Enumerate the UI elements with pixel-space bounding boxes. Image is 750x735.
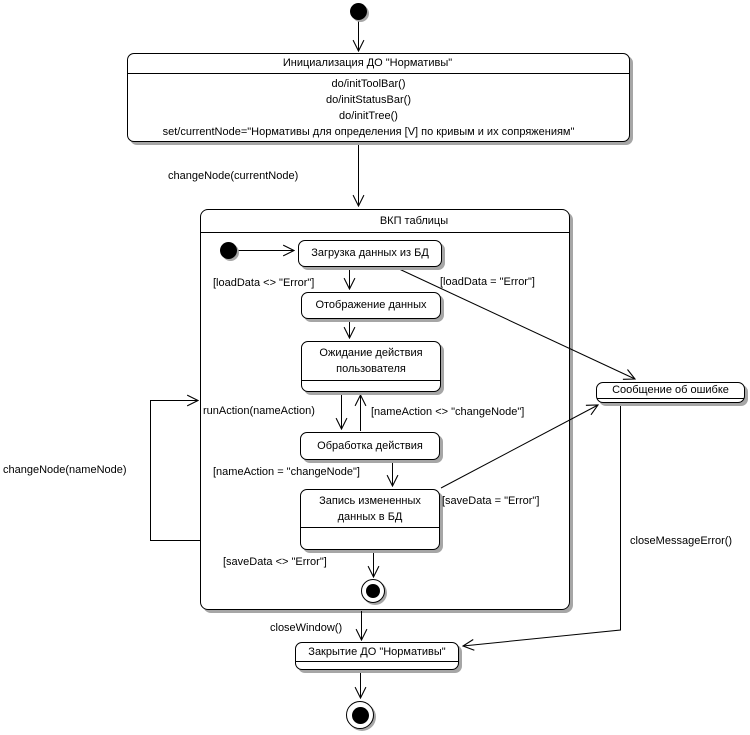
state-wait-label: Ожидание действия пользователя [302, 342, 440, 381]
final-core [351, 706, 369, 724]
empty-compartment [301, 528, 439, 549]
empty-compartment [302, 381, 440, 391]
state-display: Отображение данных [301, 292, 441, 319]
transition-label-changenode-name: changeNode(nameNode) [3, 464, 127, 476]
transition-label-load-err: [loadData = "Error"] [440, 276, 535, 288]
transition-label-load-ok: [loadData <> "Error"] [213, 277, 315, 289]
state-close-label: Закрытие ДО "Нормативы" [296, 643, 458, 662]
transition-label-save-ok: [saveData <> "Error"] [223, 556, 327, 568]
inner-final-state-icon [361, 579, 385, 603]
transition-label-action-not-change: [nameAction <> "changeNode"] [371, 406, 525, 418]
transition-save-to-error [440, 405, 598, 489]
final-core [366, 584, 380, 598]
state-init-actions: do/initToolBar() do/initStatusBar() do/i… [128, 74, 629, 140]
transition-label-closewindow: closeWindow() [270, 622, 343, 634]
empty-compartment [597, 399, 744, 402]
final-state-icon [346, 701, 374, 729]
inner-initial-state-icon [220, 242, 237, 259]
transition-changenode-selfloop [150, 401, 200, 541]
state-composite-title: ВКП таблицы [201, 210, 569, 233]
transition-label-closemessageerror: closeMessageError() [630, 535, 733, 547]
state-init: Инициализация ДО "Нормативы" do/initTool… [127, 53, 630, 142]
state-composite-vkp: ВКП таблицы [200, 209, 570, 610]
empty-compartment [296, 662, 458, 669]
state-init-title: Инициализация ДО "Нормативы" [128, 54, 629, 74]
transition-load-to-error [396, 267, 635, 379]
state-process-label: Обработка действия [317, 439, 423, 452]
state-error: Сообщение об ошибке [596, 382, 745, 403]
transition-label-changenode-current: changeNode(currentNode) [168, 170, 299, 182]
action-set-currentnode: set/currentNode="Нормативы для определен… [162, 126, 575, 138]
state-save: Запись измененных данных в БД [300, 489, 440, 550]
state-close: Закрытие ДО "Нормативы" [295, 642, 459, 670]
transition-error-to-close [463, 404, 621, 646]
state-error-label: Сообщение об ошибке [597, 383, 744, 399]
action-init-tree: do/initTree() [339, 110, 398, 122]
transition-label-runaction: runAction(nameAction) [203, 405, 315, 417]
state-process: Обработка действия [300, 432, 440, 460]
transition-label-action-change: [nameAction = "changeNode"] [213, 466, 360, 478]
state-load-label: Загрузка данных из БД [311, 247, 429, 259]
action-init-statusbar: do/initStatusBar() [326, 94, 411, 106]
state-wait: Ожидание действия пользователя [301, 341, 441, 392]
initial-state-icon [350, 3, 367, 20]
transition-label-save-err: [saveData = "Error"] [442, 495, 540, 507]
state-display-label: Отображение данных [315, 299, 427, 311]
action-init-toolbar: do/initToolBar() [331, 78, 406, 90]
state-load: Загрузка данных из БД [298, 240, 442, 267]
state-save-label: Запись измененных данных в БД [301, 490, 439, 528]
